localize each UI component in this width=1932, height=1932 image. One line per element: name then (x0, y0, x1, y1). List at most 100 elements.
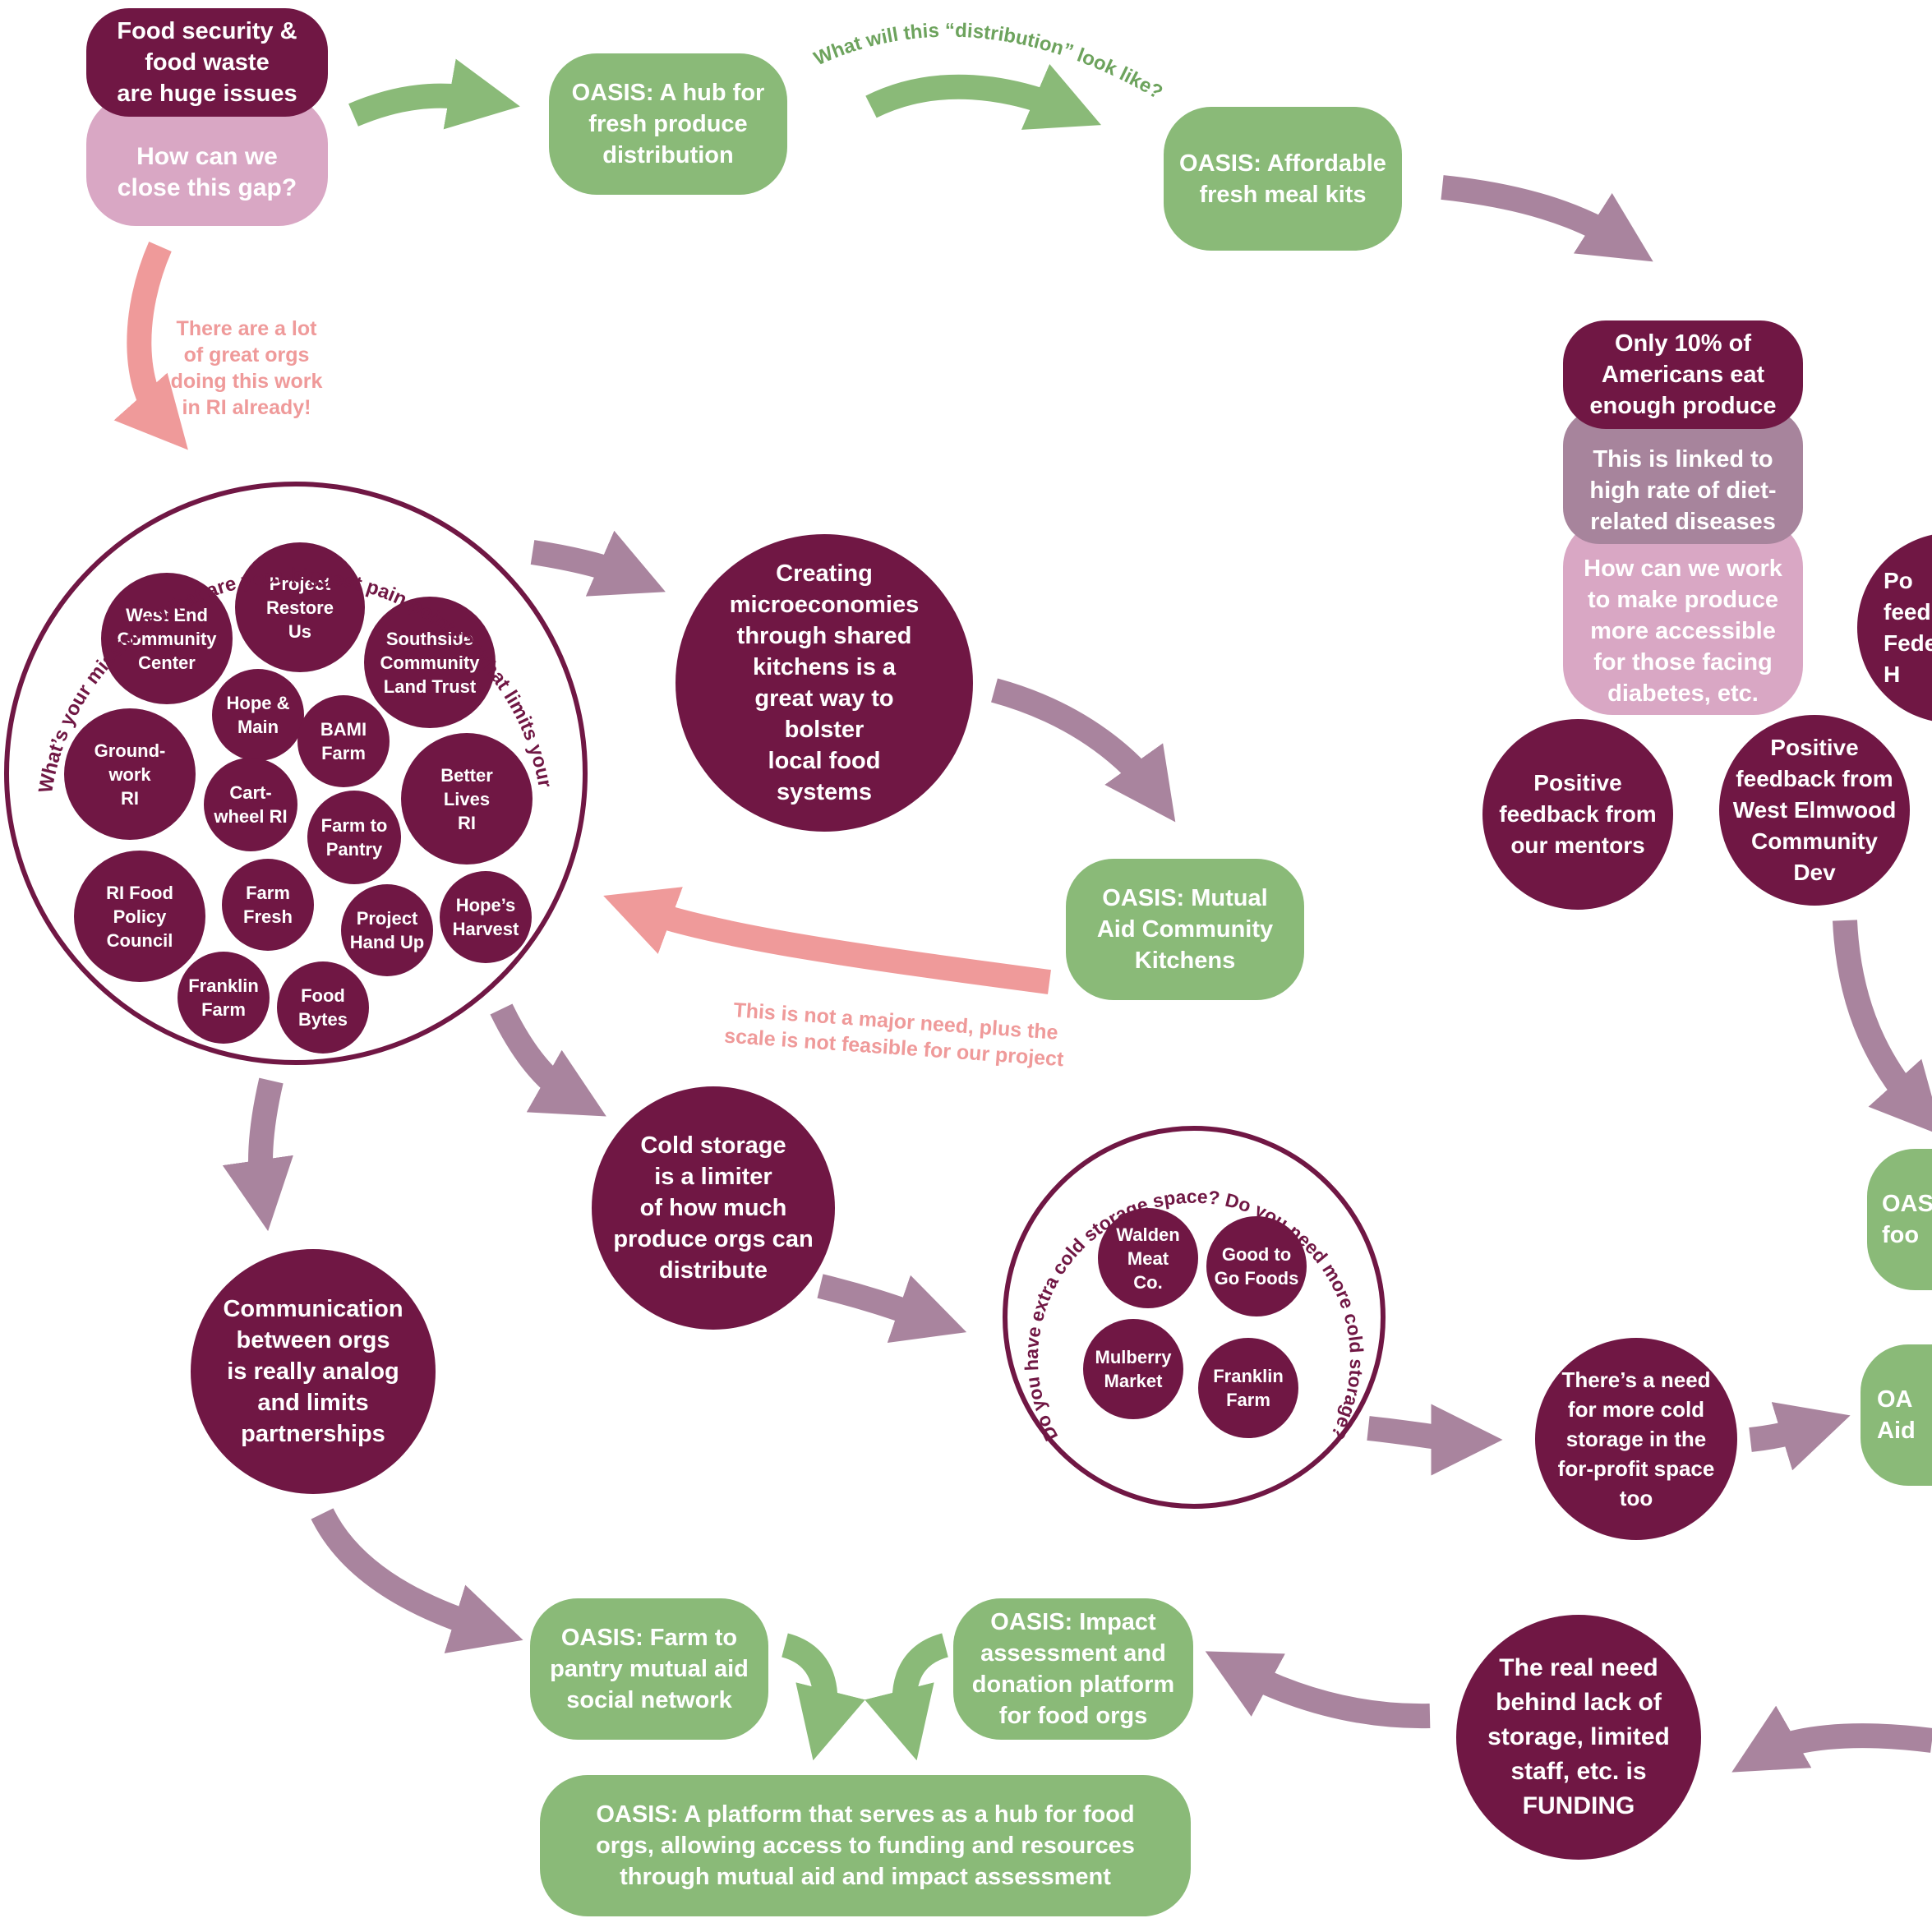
svg-text:What’s your mission? What are: What’s your mission? What are your bigge… (4, 482, 557, 795)
distribution-question-text: What will this “distribution” look like? (810, 20, 1166, 104)
arrow-coldneed-to-right (1749, 1402, 1851, 1471)
distribution-question-note: What will this “distribution” look like? (810, 20, 1166, 104)
arrow-issue-to-hub (348, 58, 520, 130)
org-hope-main-label: Hope & Main (226, 693, 290, 737)
org-west-end[interactable]: West End Community Center (101, 573, 233, 704)
org-farm-fresh[interactable]: Farm Fresh (222, 859, 314, 951)
microeconomies-insight: Creating microeconomies through shared k… (676, 534, 973, 832)
org-hope-main[interactable]: Hope & Main (212, 669, 304, 761)
cold-storage-insight: Cold storage is a limiter of how much pr… (592, 1086, 835, 1330)
storage-good-to-go-label: Good to Go Foods (1214, 1244, 1299, 1289)
funding-insight: The real need behind lack of storage, li… (1456, 1615, 1701, 1860)
storage-walden[interactable]: Walden Meat Co. (1098, 1208, 1198, 1308)
org-ring-questions-text: What’s your mission? What are your bigge… (4, 482, 557, 795)
org-franklin-farm[interactable]: Franklin Farm (178, 952, 270, 1044)
cold-need-text: There’s a need for more cold storage in … (1557, 1367, 1715, 1510)
org-project-restore[interactable]: Project Restore Us (235, 542, 365, 672)
cold-storage-text: Cold storage is a limiter of how much pr… (613, 1132, 814, 1284)
arrow-coldstorage-to-storagering (817, 1274, 967, 1344)
arrow-farmpantry-to-platform (781, 1633, 865, 1761)
arrow-funding-to-impact (1205, 1651, 1431, 1729)
produce-question-box: How can we work to make produce more acc… (1563, 518, 1803, 715)
storage-mulberry-label: Mulberry Market (1095, 1347, 1172, 1391)
oasis-impact-text: OASIS: Impact assessment and donation pl… (971, 1609, 1175, 1729)
arrow-orgs-to-communication (222, 1077, 293, 1232)
org-project-hand-up-label: Project Hand Up (349, 908, 425, 952)
org-cartwheel[interactable]: Cart- wheel RI (204, 758, 297, 851)
svg-text:Do you have extra cold storage: Do you have extra cold storage space? Do… (1021, 1186, 1367, 1445)
arrow-right-to-funding (1731, 1705, 1932, 1773)
org-groundwork[interactable]: Ground- work RI (64, 708, 196, 840)
arrow-microeconomies-to-kitchens (991, 678, 1176, 823)
org-groundwork-label: Ground- work RI (94, 740, 166, 809)
great-orgs-note: There are a lot of great orgs doing this… (160, 289, 333, 421)
svg-text:What will this “distribution”: What will this “distribution” look like? (810, 20, 1166, 104)
org-ring-questions: What’s your mission? What are your bigge… (4, 482, 557, 795)
org-farm-to-pantry[interactable]: Farm to Pantry (307, 791, 401, 884)
arrow-kitchens-to-orgs (603, 887, 1051, 994)
produce-linked-box: This is linked to high rate of diet- rel… (1563, 409, 1803, 544)
org-southside-label: Southside Community Land Trust (380, 628, 480, 697)
gap-question-text: How can we close this gap? (117, 143, 297, 201)
oasis-partial-2: OA Aid (1861, 1344, 1932, 1486)
oasis-hub-text: OASIS: A hub for fresh produce distribut… (571, 80, 765, 168)
oasis-platform-box: OASIS: A platform that serves as a hub f… (540, 1775, 1191, 1916)
arrow-mealkits-to-produce (1441, 175, 1653, 262)
feedback-west-elmwood: Positive feedback from West Elmwood Comm… (1719, 715, 1910, 906)
oasis-farm-pantry-text: OASIS: Farm to pantry mutual aid social … (550, 1625, 749, 1713)
org-west-end-label: West End Community Center (117, 604, 217, 673)
storage-ring-questions: Do you have extra cold storage space? Do… (1021, 1186, 1367, 1445)
oasis-partial-1: OAS foo (1867, 1149, 1932, 1290)
issue-text: Food security & food waste are huge issu… (117, 18, 297, 107)
produce-stat-text: Only 10% of Americans eat enough produce (1589, 330, 1777, 419)
oasis-hub-box: OASIS: A hub for fresh produce distribut… (549, 53, 787, 195)
arrow-storagering-to-coldneed (1367, 1404, 1503, 1476)
org-project-restore-label: Project Restore Us (266, 573, 334, 642)
storage-good-to-go[interactable]: Good to Go Foods (1206, 1216, 1307, 1316)
org-bami-label: BAMI Farm (320, 719, 367, 763)
feedback-partial: Po feedb Fede H (1857, 533, 1932, 723)
issue-box: Food security & food waste are huge issu… (86, 8, 328, 117)
great-orgs-text: There are a lot of great orgs doing this… (170, 317, 323, 419)
storage-franklin[interactable]: Franklin Farm (1198, 1338, 1298, 1438)
oasis-meal-kits-text: OASIS: Affordable fresh meal kits (1179, 150, 1386, 208)
storage-franklin-label: Franklin Farm (1213, 1366, 1284, 1410)
org-ri-food-policy[interactable]: RI Food Policy Council (74, 851, 205, 982)
right-edge-clip: Po feedb Fede H OAS foo OA Aid (1841, 0, 1932, 1932)
storage-ring-questions-text: Do you have extra cold storage space? Do… (1021, 1186, 1367, 1445)
feedback-partial-text: Po feedb Fede H (1884, 568, 1932, 687)
oasis-meal-kits-box: OASIS: Affordable fresh meal kits (1164, 107, 1402, 251)
oasis-platform-text: OASIS: A platform that serves as a hub f… (596, 1801, 1135, 1890)
org-ri-food-policy-label: RI Food Policy Council (106, 882, 173, 951)
storage-mulberry[interactable]: Mulberry Market (1083, 1319, 1183, 1419)
funding-text: The real need behind lack of storage, li… (1487, 1654, 1670, 1819)
microeconomies-text: Creating microeconomies through shared k… (729, 560, 920, 805)
feedback-mentors: Positive feedback from our mentors (1482, 719, 1673, 910)
arrow-feedback-to-right (1833, 920, 1932, 1137)
org-farm-fresh-label: Farm Fresh (243, 883, 293, 927)
feedback-west-elmwood-text: Positive feedback from West Elmwood Comm… (1732, 735, 1897, 885)
produce-stat-box: Only 10% of Americans eat enough produce (1563, 320, 1803, 429)
oasis-kitchens-text: OASIS: Mutual Aid Community Kitchens (1096, 885, 1274, 974)
arrow-question-to-orgs (113, 241, 188, 450)
org-farm-to-pantry-label: Farm to Pantry (320, 815, 388, 860)
cold-need-insight: There’s a need for more cold storage in … (1535, 1338, 1737, 1540)
org-hopes-harvest[interactable]: Hope’s Harvest (440, 871, 532, 963)
org-food-bytes-label: Food Bytes (298, 985, 348, 1030)
org-food-bytes[interactable]: Food Bytes (277, 961, 369, 1054)
feedback-mentors-text: Positive feedback from our mentors (1499, 770, 1657, 858)
org-bami[interactable]: BAMI Farm (297, 695, 390, 787)
produce-linked-text: This is linked to high rate of diet- rel… (1589, 446, 1777, 535)
oasis-partial-1-text: OAS foo (1882, 1191, 1932, 1248)
org-cartwheel-label: Cart- wheel RI (214, 782, 288, 827)
oasis-partial-2-text: OA Aid (1877, 1386, 1916, 1444)
arrow-communication-to-farmpantry (311, 1508, 523, 1653)
org-southside[interactable]: Southside Community Land Trust (364, 597, 496, 728)
org-project-hand-up[interactable]: Project Hand Up (341, 884, 433, 976)
oasis-farm-pantry-box: OASIS: Farm to pantry mutual aid social … (530, 1598, 768, 1740)
communication-insight: Communication between orgs is really ana… (191, 1249, 436, 1494)
org-hopes-harvest-label: Hope’s Harvest (452, 895, 519, 939)
org-franklin-farm-label: Franklin Farm (188, 975, 259, 1020)
org-better-lives[interactable]: Better Lives RI (401, 733, 533, 865)
